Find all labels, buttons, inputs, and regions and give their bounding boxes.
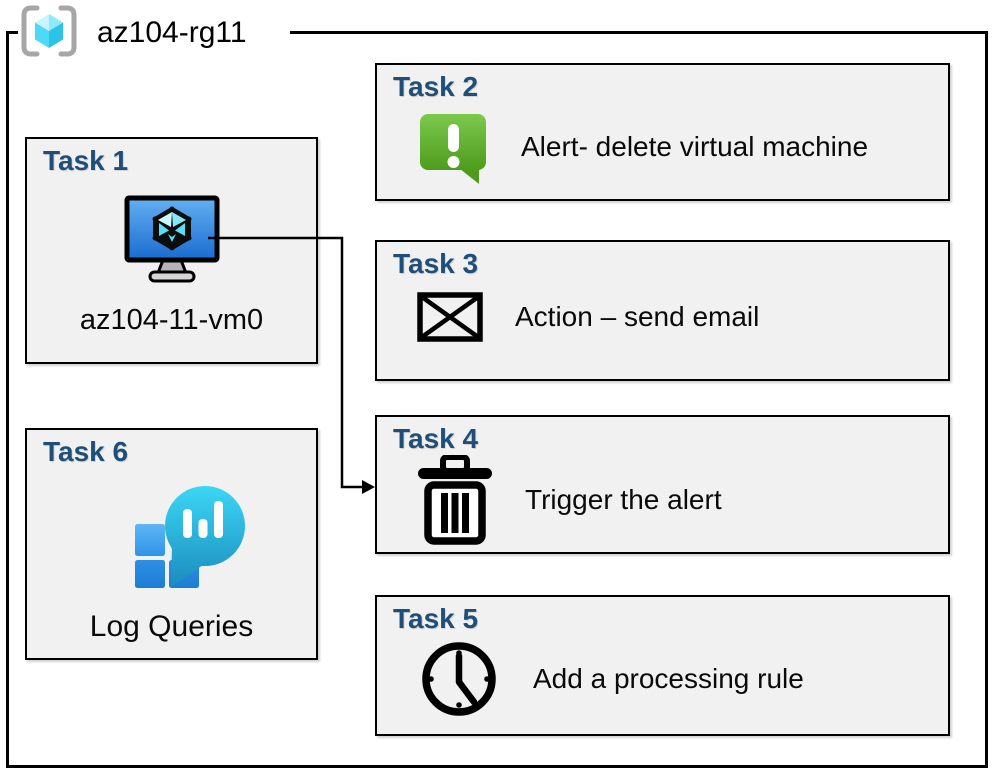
task-4-box: Task 4 Trigger the alert	[375, 415, 950, 554]
alert-icon	[417, 109, 489, 185]
task-4-label: Task 4	[393, 423, 479, 454]
task-5-label: Task 5	[393, 603, 479, 634]
task-2-caption: Alert- delete virtual machine	[521, 131, 869, 162]
email-icon	[417, 292, 483, 342]
task-5-caption: Add a processing rule	[533, 663, 804, 694]
virtual-machine-icon	[122, 194, 222, 284]
task-3-label: Task 3	[393, 248, 479, 279]
task-1-caption: az104-11-vm0	[79, 304, 264, 336]
resource-group-title: az104-rg11	[97, 16, 247, 49]
task-6-label: Task 6	[43, 436, 129, 467]
task-2-box: Task 2 Alert- delete virtual machine	[375, 63, 950, 201]
task-1-label: Task 1	[43, 145, 129, 176]
task-1-box: Task 1 az104-11-vm0	[25, 137, 318, 364]
clock-icon	[417, 639, 501, 719]
task-5-box: Task 5 Add a processing rule	[375, 595, 950, 736]
resource-group-title-gap	[18, 28, 290, 37]
task-2-label: Task 2	[393, 71, 479, 102]
task-3-box: Task 3 Action – send email	[375, 240, 950, 381]
resource-group-icon	[20, 5, 78, 57]
task-3-caption: Action – send email	[515, 301, 760, 332]
log-analytics-icon	[127, 480, 247, 592]
task-6-box: Task 6 Log Queries	[25, 428, 318, 660]
task-6-caption: Log Queries	[89, 610, 254, 643]
trash-icon	[417, 455, 493, 545]
task-4-caption: Trigger the alert	[525, 484, 722, 515]
